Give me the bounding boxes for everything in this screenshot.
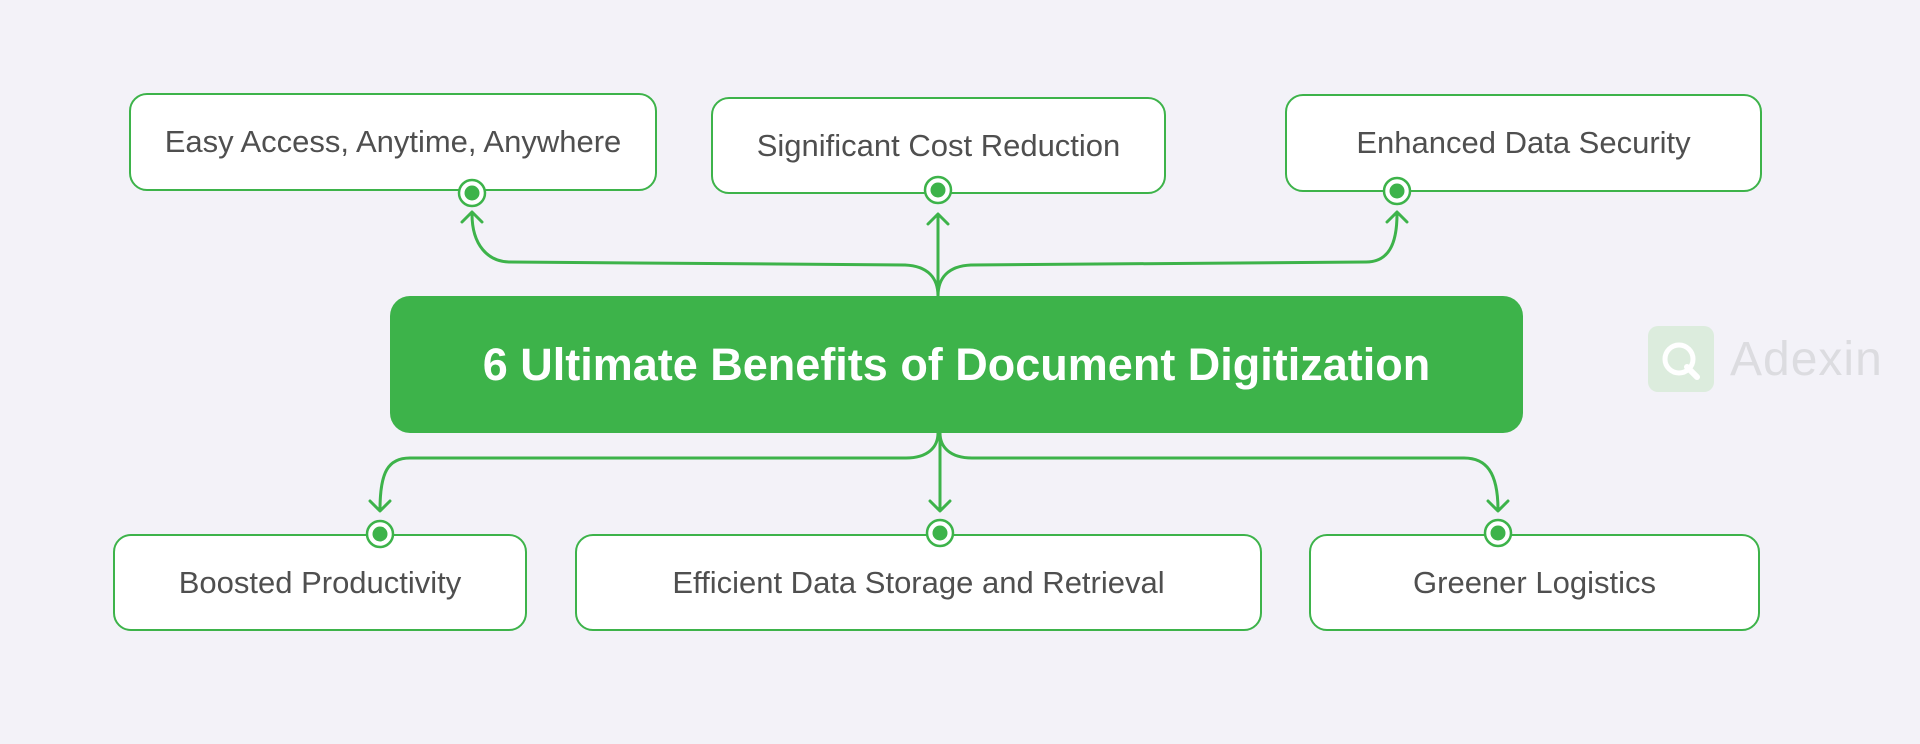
arrowhead-top-center: [926, 212, 950, 226]
arrowhead-top-left: [460, 210, 484, 224]
arrowhead-bottom-right: [1486, 499, 1510, 513]
benefit-box-data-security: Enhanced Data Security: [1285, 94, 1762, 192]
arrowhead-bottom-center: [928, 499, 952, 513]
dot-top-left: [457, 178, 487, 208]
benefit-label: Enhanced Data Security: [1356, 125, 1691, 160]
benefit-box-easy-access: Easy Access, Anytime, Anywhere: [129, 93, 657, 191]
dot-top-center: [923, 175, 953, 205]
dot-bottom-right: [1483, 518, 1513, 548]
brand-logo: Adexin: [1648, 326, 1883, 392]
adexin-logo-icon: [1648, 326, 1714, 392]
benefit-label: Easy Access, Anytime, Anywhere: [164, 124, 622, 159]
connector-bottom-right: [938, 431, 1500, 512]
benefit-label: Efficient Data Storage and Retrieval: [672, 564, 1165, 600]
benefit-box-productivity: Boosted Productivity: [113, 534, 527, 631]
connector-top-left: [470, 212, 940, 298]
benefit-box-greener-logistics: Greener Logistics: [1309, 534, 1760, 631]
dot-bottom-left: [365, 519, 395, 549]
benefit-label: Greener Logistics: [1413, 564, 1656, 600]
arrowhead-bottom-left: [368, 499, 392, 513]
dot-top-right: [1382, 176, 1412, 206]
brand-name: Adexin: [1730, 332, 1883, 386]
benefit-label: Significant Cost Reduction: [756, 127, 1121, 163]
central-title-box: 6 Ultimate Benefits of Document Digitiza…: [390, 296, 1523, 433]
dot-bottom-center: [925, 518, 955, 548]
benefit-label: Boosted Productivity: [178, 564, 462, 600]
connector-top-right: [936, 212, 1399, 298]
connector-bottom-left: [378, 431, 940, 512]
diagram-title: 6 Ultimate Benefits of Document Digitiza…: [482, 338, 1431, 390]
benefit-box-storage-retrieval: Efficient Data Storage and Retrieval: [575, 534, 1262, 631]
arrowhead-top-right: [1385, 210, 1409, 224]
